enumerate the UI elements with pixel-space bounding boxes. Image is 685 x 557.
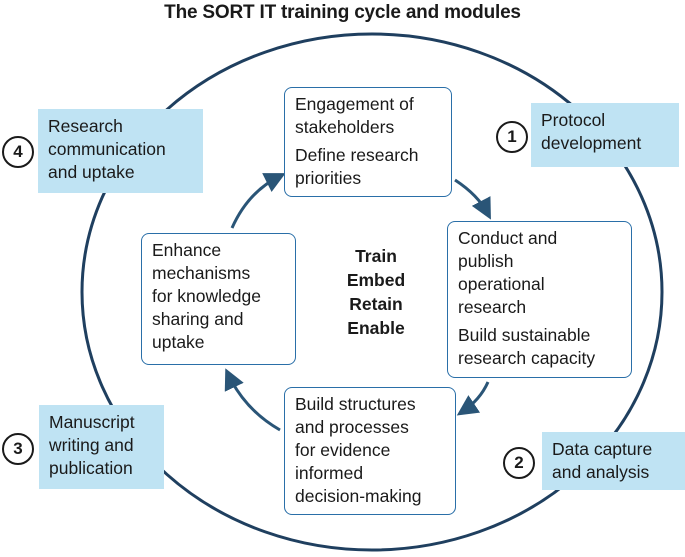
module-number-4: 4 — [2, 136, 34, 168]
module-1-line-1: Protocol — [541, 110, 606, 130]
arrow-bottom-to-left — [224, 368, 281, 432]
top-box-line-1: Engagement of — [295, 94, 414, 114]
arrow-top-to-right — [454, 178, 491, 220]
cycle-box-right: Conduct and publish operational research… — [447, 221, 632, 378]
top-box-line-2: stakeholders — [295, 117, 395, 137]
left-box-line-4: sharing and — [152, 309, 244, 329]
module-2-line-2: and analysis — [552, 462, 650, 482]
right-box-line-3: operational — [458, 274, 545, 294]
right-box-line-2: publish — [458, 251, 514, 271]
left-box-line-2: mechanisms — [152, 263, 251, 283]
module-data-capture: Data capture and analysis — [542, 432, 685, 490]
diagram-title: The SORT IT training cycle and modules — [164, 2, 521, 23]
module-4-line-1: Research — [48, 116, 123, 136]
top-box-line-3: Define research — [295, 145, 419, 165]
outer-cycle-ellipse — [80, 32, 664, 552]
arrow-left-to-top — [230, 173, 286, 229]
bottom-box-line-2: and processes — [295, 417, 409, 437]
module-1-line-2: development — [541, 133, 642, 153]
center-word-train: Train — [355, 246, 397, 266]
module-4-line-3: and uptake — [48, 162, 135, 182]
bottom-box-line-4: informed — [295, 463, 364, 483]
center-word-embed: Embed — [346, 270, 406, 290]
center-word-retain: Retain — [349, 294, 403, 314]
module-number-3: 3 — [2, 433, 34, 465]
module-manuscript-writing: Manuscript writing and publication — [39, 405, 164, 489]
center-word-enable: Enable — [347, 318, 405, 338]
module-3-line-3: publication — [49, 458, 133, 478]
left-box-line-5: uptake — [152, 332, 205, 352]
left-box-line-3: for knowledge — [152, 286, 261, 306]
left-box-line-1: Enhance — [152, 240, 222, 260]
cycle-box-top: Engagement of stakeholders Define resear… — [284, 87, 452, 197]
bottom-box-line-5: decision-making — [295, 486, 422, 506]
right-box-line-4: research — [458, 297, 527, 317]
module-2-line-1: Data capture — [552, 439, 653, 459]
module-number-1: 1 — [496, 121, 528, 153]
module-research-communication: Research communication and uptake — [38, 109, 203, 193]
bottom-box-line-1: Build structures — [295, 394, 416, 414]
module-4-line-2: communication — [48, 139, 166, 159]
center-words: Train Embed Retain Enable — [326, 244, 426, 340]
module-3-line-2: writing and — [49, 435, 134, 455]
module-3-line-1: Manuscript — [49, 412, 135, 432]
cycle-box-bottom: Build structures and processes for evide… — [284, 387, 456, 515]
top-box-line-4: priorities — [295, 168, 362, 188]
right-box-line-6: research capacity — [458, 348, 596, 368]
right-box-line-5: Build sustainable — [458, 325, 591, 345]
module-number-2: 2 — [503, 447, 535, 479]
module-protocol-development: Protocol development — [531, 103, 679, 167]
bottom-box-line-3: for evidence — [295, 440, 391, 460]
right-box-line-1: Conduct and — [458, 228, 558, 248]
cycle-box-left: Enhance mechanisms for knowledge sharing… — [141, 233, 296, 365]
arrow-right-to-bottom — [456, 381, 490, 416]
